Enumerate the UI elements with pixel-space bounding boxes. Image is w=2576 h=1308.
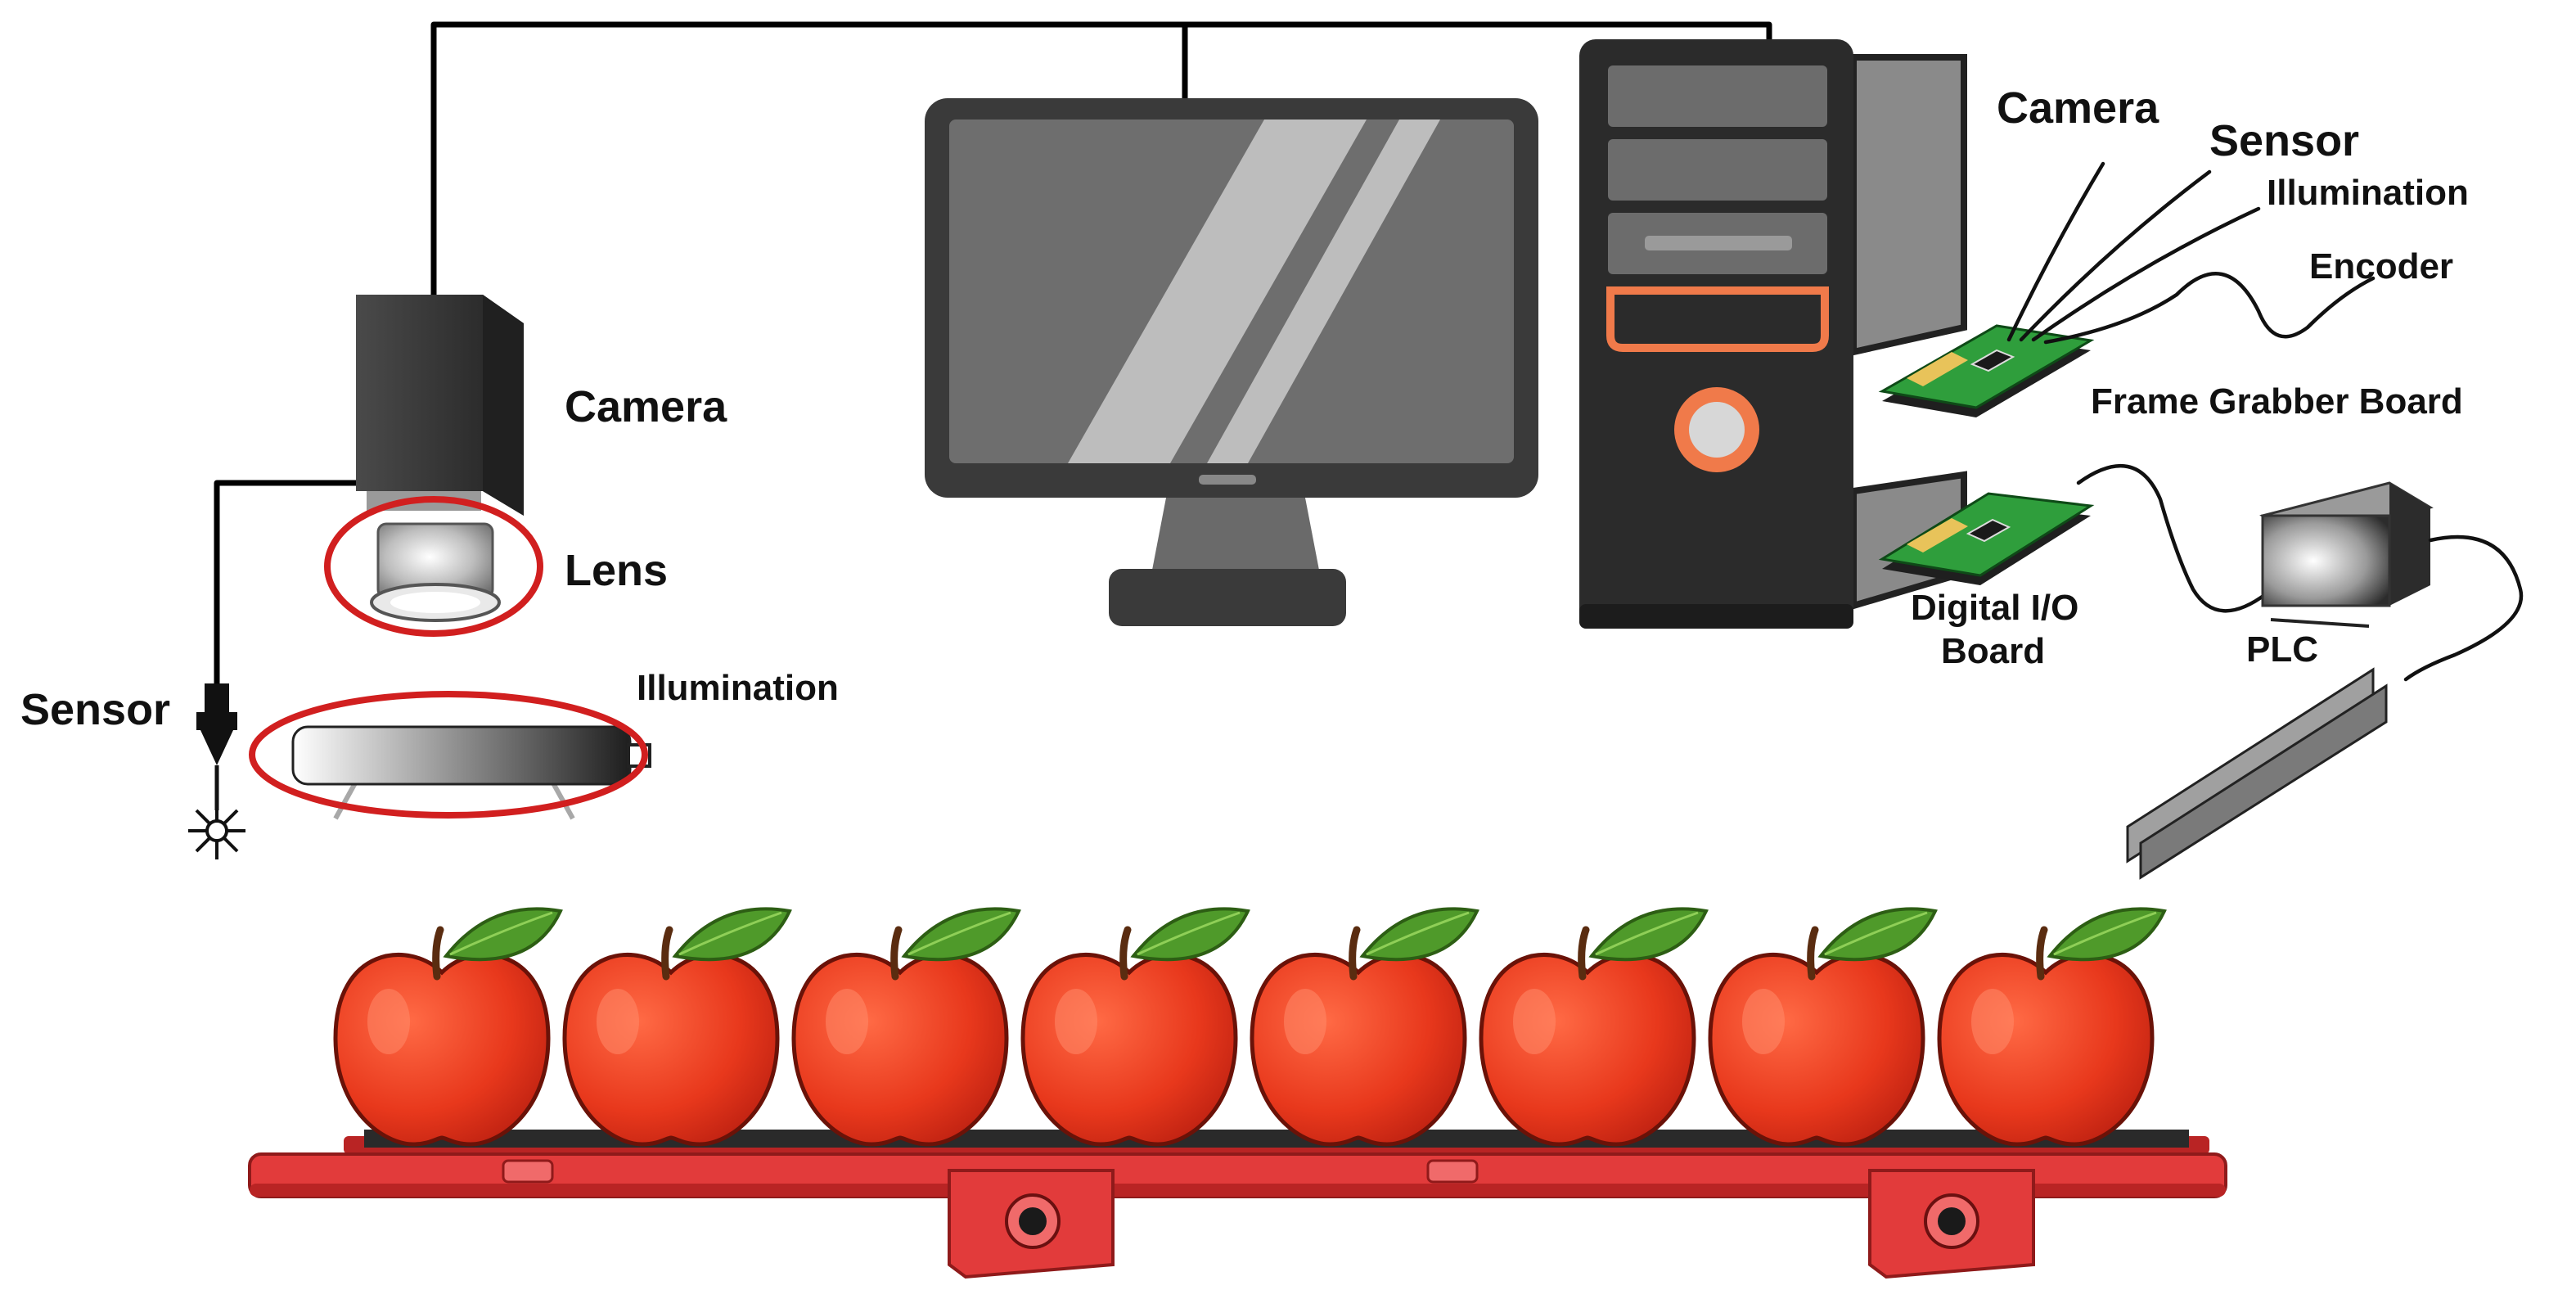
camera [356,295,524,516]
labels: Camera Lens Sensor Illumination Camera S… [20,83,2469,734]
sensor-label: Sensor [20,685,170,734]
plc-unit [2259,481,2524,682]
sensor-device [188,683,245,859]
board-illumination-label: Illumination [2267,173,2469,213]
board-encoder-label: Encoder [2309,246,2453,286]
board-camera-label: Camera [1997,83,2159,133]
apple [1937,907,2167,1147]
conveyor-motor-right [1868,1169,2035,1279]
illumination-light [249,691,651,820]
camera-label: Camera [565,382,727,431]
digital-io-label-line2: Board [1941,631,2045,671]
conveyor-belt [248,1130,2227,1279]
monitor [925,98,1538,626]
frame-grabber-label: Frame Grabber Board [2091,381,2463,422]
wiring [214,21,1772,687]
apple [1020,907,1250,1147]
apple [1250,907,1479,1147]
lens [324,496,543,637]
illumination-highlight-ring [249,691,648,819]
digital-io-label-line1: Digital I/O [1911,588,2078,628]
plc-label: PLC [2246,629,2318,670]
board-sensor-label: Sensor [2209,116,2359,165]
conveyor-motor-left [948,1169,1115,1279]
apple [791,907,1021,1147]
digital-io-board [1878,463,2269,613]
apple [562,907,792,1147]
frame-grabber-board [1878,161,2376,417]
sensor-wire [214,480,362,687]
lens-label: Lens [565,546,668,595]
apple [333,907,563,1147]
camera-to-computer-wire [430,21,1772,300]
sensor-beam-icon [188,802,245,859]
apple [1479,907,1709,1147]
apple [1708,907,1938,1147]
lens-highlight-ring [324,496,543,637]
encoder-rail [2126,667,2388,880]
apples-row [333,907,2167,1147]
pc-tower [1579,39,1967,629]
illumination-label: Illumination [637,668,839,708]
